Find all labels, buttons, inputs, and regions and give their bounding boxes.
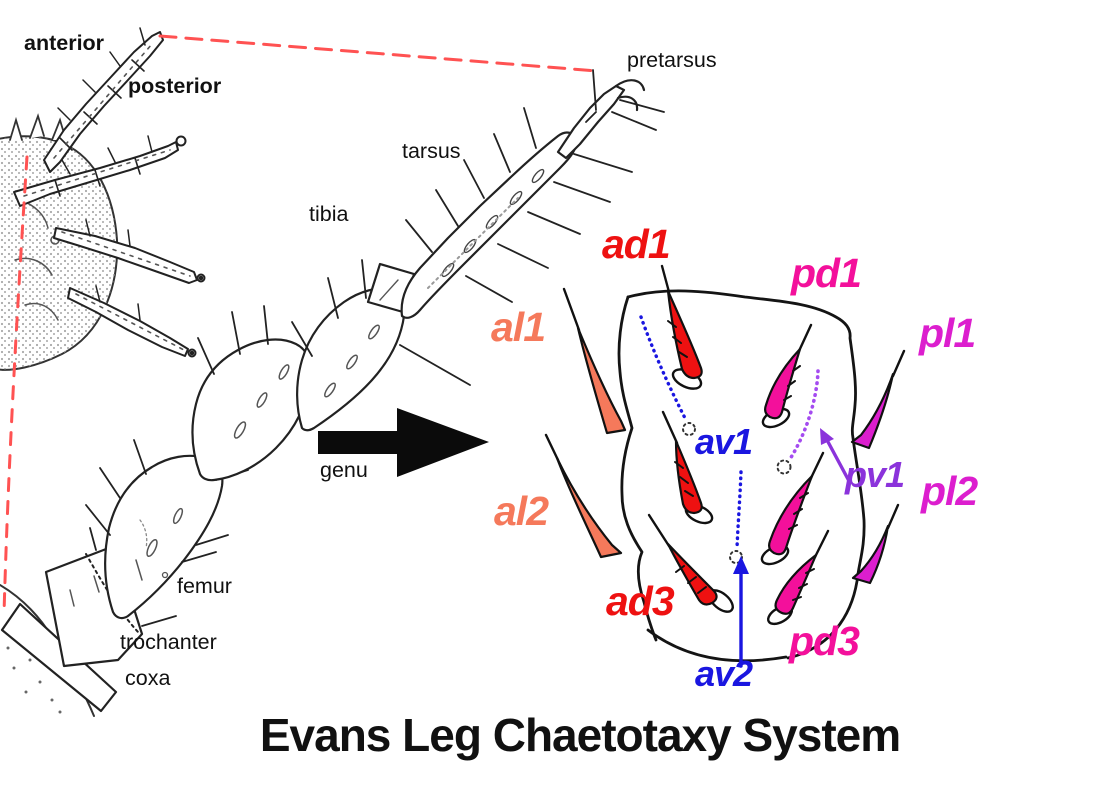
seta-pl1-shape [850, 349, 906, 450]
seta-pv1-dotted [776, 369, 820, 475]
tibia-label: tibia [309, 202, 349, 226]
guide-lines [2, 34, 599, 616]
av2-pointer-arrow [733, 556, 749, 668]
figure-title: Evans Leg Chaetotaxy System [259, 709, 901, 761]
coxa-label: coxa [125, 666, 171, 690]
genu-closeup [544, 264, 906, 668]
seta-pd3-label: pd3 [789, 618, 860, 664]
seta-ad3-shape [647, 513, 718, 606]
labelled-leg [0, 69, 665, 717]
seta-pd2-shape [768, 451, 825, 556]
seta-al1-shape [562, 287, 627, 435]
magnify-arrow [318, 408, 489, 477]
seta-ad1-shape [660, 264, 703, 380]
seta-pd1-shape [764, 323, 813, 420]
seta-pd1-label: pd1 [791, 250, 862, 296]
seta-pd3-shape [774, 529, 830, 615]
seta-av2-dotted [729, 470, 743, 564]
posterior-label: posterior [128, 74, 222, 98]
anterior-label: anterior [24, 31, 105, 55]
seta-av1-label: av1 [695, 421, 753, 462]
seta-al1-label: al1 [491, 304, 546, 350]
seta-ad3-label: ad3 [606, 578, 675, 624]
genu-label: genu [320, 458, 368, 482]
seta-pl2-shape [851, 503, 900, 585]
mite-legs [13, 27, 206, 358]
pretarsus-label: pretarsus [627, 48, 717, 72]
pv1-pointer-arrow [820, 428, 851, 483]
seta-al2-shape [544, 433, 623, 559]
genu-shape [191, 338, 312, 482]
seta-ad1-label: ad1 [602, 221, 671, 267]
trochanter-label: trochanter [120, 630, 217, 654]
pretarsus-shape [556, 84, 626, 160]
seta-av2-label: av2 [695, 653, 753, 694]
seta-pl1-label: pl1 [919, 310, 976, 356]
seta-al2-label: al2 [494, 488, 549, 534]
femur-label: femur [177, 574, 232, 598]
seta-pv1-label: pv1 [845, 454, 905, 495]
seta-pl2-label: pl2 [921, 468, 978, 514]
seta-ad2-shape [661, 410, 703, 515]
tarsus-label: tarsus [402, 139, 461, 163]
seta-av1-dotted [639, 315, 696, 436]
